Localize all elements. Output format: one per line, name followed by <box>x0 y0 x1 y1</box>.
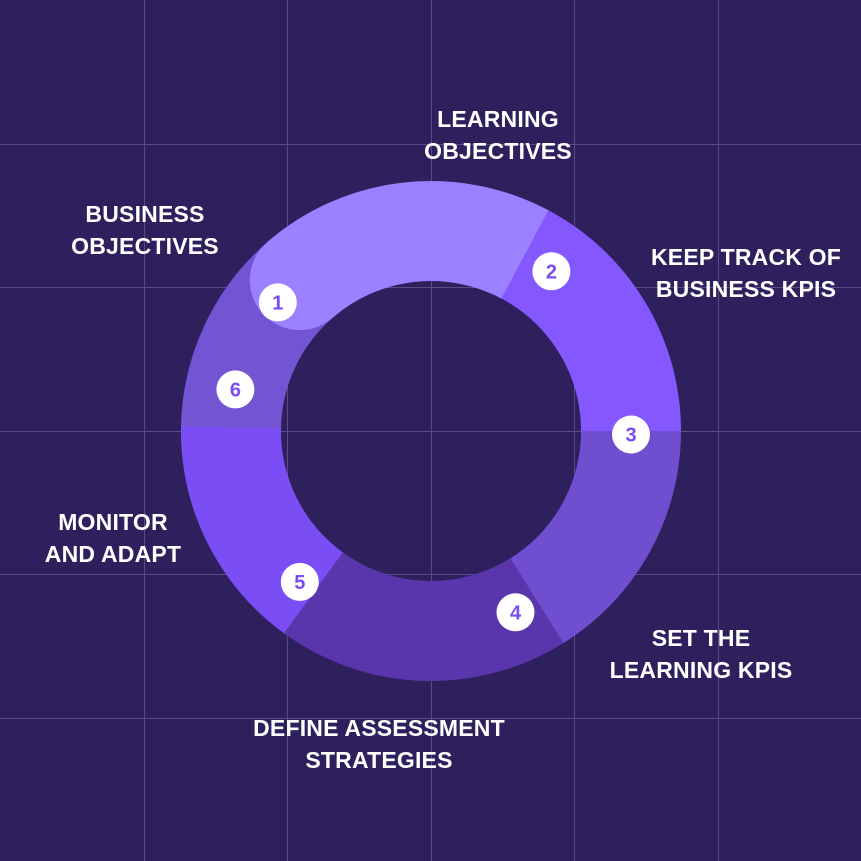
step-label-3: KEEP TRACK OF BUSINESS KPIS <box>651 241 841 305</box>
step-number: 6 <box>230 379 241 401</box>
step-label-4: SET THE LEARNING KPIS <box>610 622 793 686</box>
step-badge-circle <box>216 370 255 409</box>
step-label-3-line-2: BUSINESS KPIS <box>655 276 837 302</box>
step-badge-4: 4 <box>496 593 535 632</box>
step-label-1-line-2: OBJECTIVES <box>71 233 219 259</box>
step-number: 4 <box>510 602 522 624</box>
step-number: 3 <box>625 425 636 447</box>
step-badge-5: 5 <box>280 562 319 601</box>
step-label-6: MONITOR AND ADAPT <box>45 506 181 570</box>
step-badge-circle <box>280 562 319 601</box>
step-badge-3: 3 <box>612 415 650 454</box>
step-number: 2 <box>546 261 557 283</box>
step-badge-circle <box>612 415 650 454</box>
step-badge-circle <box>532 252 571 291</box>
step-badge-1: 1 <box>258 283 297 322</box>
step-label-5: DEFINE ASSESSMENT STRATEGIES <box>253 712 505 776</box>
step-badge-6: 6 <box>216 370 255 409</box>
step-label-2: LEARNING OBJECTIVES <box>424 103 572 167</box>
step-label-1: BUSINESS OBJECTIVES <box>71 198 219 262</box>
step-label-4-line-1: SET THE <box>651 625 751 651</box>
step-label-6-line-1: MONITOR <box>58 509 168 535</box>
step-label-6-line-2: AND ADAPT <box>44 541 182 567</box>
step-label-4-line-2: LEARNING KPIS <box>609 657 793 683</box>
step-label-1-line-1: BUSINESS <box>85 201 205 227</box>
step-label-2-line-2: OBJECTIVES <box>424 138 572 164</box>
step-label-5-line-2: STRATEGIES <box>305 747 453 773</box>
step-number: 1 <box>272 292 283 314</box>
step-badge-2: 2 <box>532 252 571 291</box>
step-number: 5 <box>294 572 305 594</box>
step-badges: 1 2 3 4 5 6 <box>216 252 650 632</box>
step-label-3-line-1: KEEP TRACK OF <box>650 244 842 270</box>
step-label-5-line-1: DEFINE ASSESSMENT <box>253 715 505 741</box>
step-label-2-line-1: LEARNING <box>437 106 559 132</box>
step-badge-circle <box>496 593 535 632</box>
step-badge-circle <box>258 283 297 322</box>
